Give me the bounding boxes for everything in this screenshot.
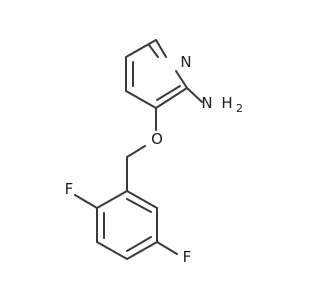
bond-c4-c3 bbox=[125, 90, 157, 109]
fluorine-label-1: F bbox=[65, 180, 74, 198]
bond-c2-f bbox=[74, 194, 98, 209]
bond-c4-c5 bbox=[126, 241, 158, 260]
bond-c1-c2 bbox=[96, 190, 128, 209]
bond-c4-c5-inner bbox=[126, 236, 152, 252]
bond-c6-c5 bbox=[125, 39, 157, 58]
fluorine-label-2: F bbox=[183, 248, 192, 266]
bond-c3-c2-inner bbox=[156, 85, 181, 101]
bond-c3-c2 bbox=[155, 87, 188, 109]
pyridine-ring bbox=[125, 39, 188, 109]
amine-label: N H 2 bbox=[201, 94, 243, 115]
amine-hydrogen-count: 2 bbox=[236, 102, 243, 115]
bond-c5-f bbox=[156, 241, 178, 255]
bond-c6-c1-inner bbox=[126, 198, 152, 213]
structure-diagram: N N H 2 O F F bbox=[65, 39, 243, 266]
bond-c6-c1 bbox=[126, 190, 158, 209]
bond-c2-n1 bbox=[175, 70, 188, 89]
bond-n1-c6-inner bbox=[148, 44, 159, 58]
bond-c3-c4 bbox=[96, 241, 128, 260]
bond-o-ch2 bbox=[126, 145, 146, 158]
pyridine-nitrogen-label: N bbox=[180, 53, 191, 71]
amine-nitrogen-label: N bbox=[201, 94, 212, 112]
ether-oxygen-label: O bbox=[151, 130, 163, 148]
amine-hydrogen-label: H bbox=[221, 94, 232, 112]
bond-n1-c6 bbox=[155, 39, 167, 58]
bond-c2-nh2 bbox=[186, 87, 203, 103]
difluorophenyl-ring bbox=[96, 190, 158, 260]
